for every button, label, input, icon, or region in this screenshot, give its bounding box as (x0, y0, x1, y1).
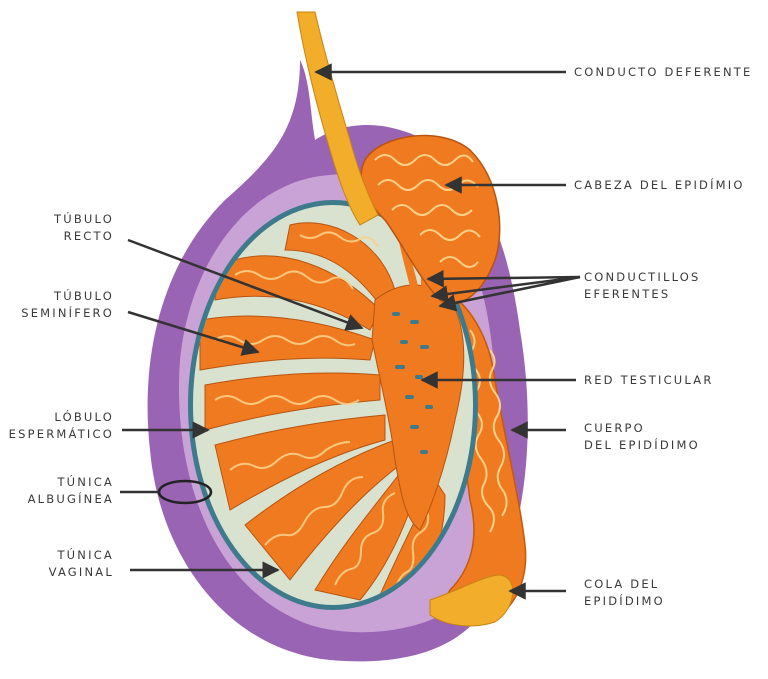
label-red-testicular: RED TESTICULAR (584, 373, 714, 387)
label-cuerpo-epididimo: CUERPO DEL EPIDÍDIMO (584, 421, 700, 452)
arrow-tubulo-recto (127, 238, 364, 331)
label-tubulo-recto: TÚBULO RECTO (54, 212, 114, 243)
label-cabeza-epididimo: CABEZA DEL EPIDÍMIO (574, 178, 745, 192)
label-tunica-vaginal: TÚNICA VAGINAL (48, 548, 114, 579)
leader-lines (120, 63, 581, 600)
testis-lobules (199, 222, 446, 601)
arrow-conductillos-3 (438, 275, 581, 312)
epididymis-head-texture (374, 154, 481, 268)
arrow-conductillos-2 (430, 275, 581, 303)
rete-testis-holes (392, 312, 433, 454)
arrow-tubulo-seminifero (127, 310, 260, 356)
label-conducto-deferente: CONDUCTO DEFERENTE (574, 65, 753, 79)
label-lobulo-espermatico: LÓBULO ESPERMÁTICO (8, 410, 114, 441)
epididymis-head-shape (360, 134, 501, 305)
label-tubulo-seminifero: TÚBULO SEMINÍFERO (21, 289, 114, 320)
label-tunica-albuginea: TÚNICA ALBUGÍNEA (27, 475, 114, 506)
label-conductillos-eferentes: CONDUCTILLOS EFERENTES (584, 270, 701, 301)
arrow-conductillos-1 (426, 270, 581, 288)
label-cola-epididimo: COLA DEL EPIDÍDIMO (584, 577, 665, 608)
